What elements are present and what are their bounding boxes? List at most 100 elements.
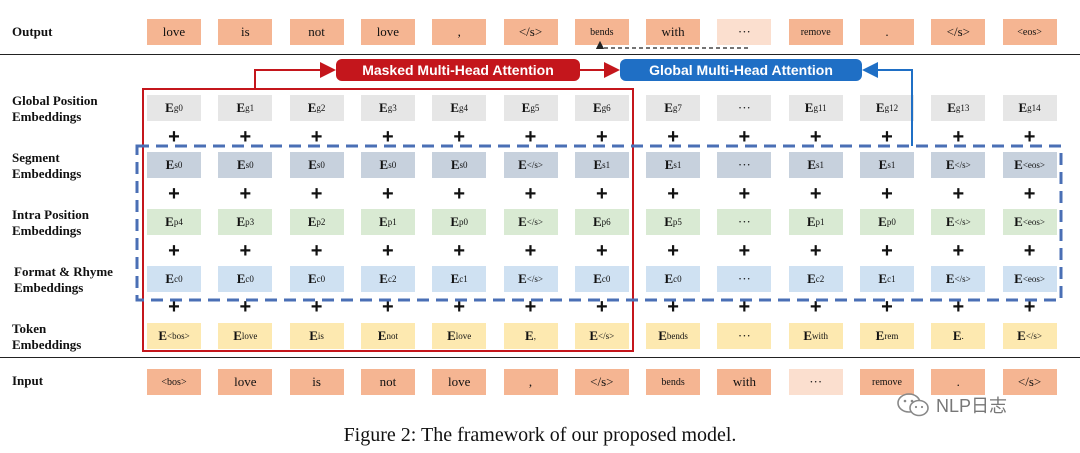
global-position-embedding-base: ···	[737, 100, 751, 115]
input-token: remove	[860, 369, 914, 395]
token-embedding-subscript: <bos>	[167, 331, 190, 341]
segment-embedding-base: E	[518, 157, 527, 172]
intra-position-embedding: E</s>	[503, 209, 558, 235]
token-embedding-base: E	[589, 328, 599, 343]
token-embedding: E,	[503, 323, 558, 349]
global-position-embedding-subscript: g11	[813, 103, 827, 113]
plus-sign: +	[595, 183, 608, 205]
format-rhyme-embedding: E<eos>	[1002, 266, 1057, 292]
plus-sign: +	[239, 296, 252, 318]
plus-sign: +	[524, 296, 537, 318]
plus-sign: +	[310, 126, 323, 148]
segment-embedding-subscript: s1	[887, 160, 896, 170]
plus-sign: +	[881, 296, 893, 318]
plus-sign: +	[881, 240, 893, 262]
segment-embedding-base: E	[236, 157, 246, 172]
segment-embedding-subscript: s1	[602, 160, 611, 170]
input-token: ,	[503, 369, 558, 395]
global-position-embedding-subscript: g1	[245, 103, 255, 113]
plus-sign: +	[1023, 296, 1036, 318]
segment-embedding-base: E	[165, 157, 175, 172]
watermark: NLP日志	[896, 392, 1007, 418]
segment-embedding-subscript: s1	[816, 160, 825, 170]
global-attention-label: Global Multi-Head Attention	[620, 59, 862, 81]
token-embedding-base: E	[377, 328, 387, 343]
segment-embedding-base: E	[379, 157, 389, 172]
plus-sign: +	[1023, 183, 1036, 205]
intra-position-embedding-subscript: p1	[815, 217, 825, 227]
token-embedding: E</s>	[1002, 323, 1057, 349]
plus-sign: +	[453, 296, 466, 318]
token-embedding-subscript: is	[317, 331, 324, 341]
token-embedding-base: ···	[737, 328, 751, 343]
segment-embedding-base: E	[807, 157, 817, 172]
segment-embedding-subscript: s0	[316, 160, 325, 170]
token-embedding-base: E	[233, 328, 242, 343]
token-embedding-subscript: .	[961, 331, 964, 341]
plus-sign: +	[952, 183, 965, 205]
intra-position-embedding-base: ···	[737, 214, 751, 229]
format-rhyme-embedding-subscript: </s>	[954, 274, 971, 284]
token-embedding-base: E	[525, 328, 534, 343]
output-token: remove	[788, 19, 843, 45]
format-rhyme-embedding-subscript: <eos>	[1022, 274, 1045, 284]
token-embedding-subscript: </s>	[1025, 331, 1042, 341]
plus-sign: +	[1023, 240, 1036, 262]
segment-embedding-base: E	[1014, 157, 1023, 172]
segment-embedding-subscript: s0	[174, 160, 183, 170]
segment-embedding-base: E	[878, 157, 888, 172]
segment-embedding: E</s>	[931, 152, 986, 178]
segment-embedding-subscript: s0	[459, 160, 468, 170]
token-embedding-subscript: ,	[533, 331, 536, 341]
format-rhyme-embedding-subscript: c2	[387, 274, 397, 284]
global-position-embedding-subscript: g2	[316, 103, 326, 113]
segment-embedding-base: E	[945, 157, 955, 172]
token-embedding-base: E	[1017, 328, 1026, 343]
input-token: .	[931, 369, 986, 395]
format-rhyme-embedding-base: E	[1014, 271, 1023, 286]
global-position-embedding-subscript: g6	[601, 103, 611, 113]
segment-embedding-base: E	[664, 157, 674, 172]
plus-sign: +	[239, 126, 252, 148]
segment-embedding-base: E	[450, 157, 460, 172]
global-position-embedding-base: E	[236, 100, 246, 115]
segment-embedding-subscript: </s>	[526, 160, 543, 170]
format-rhyme-embedding-base: ···	[737, 271, 751, 286]
global-position-embedding-subscript: g3	[387, 103, 397, 113]
plus-sign: +	[952, 240, 965, 262]
plus-sign: +	[667, 240, 679, 262]
format-rhyme-embedding-subscript: c0	[245, 274, 254, 284]
global-position-embedding-subscript: g0	[173, 103, 183, 113]
token-embedding-subscript: with	[812, 331, 829, 341]
segment-embedding-base: ···	[737, 157, 751, 172]
plus-sign: +	[595, 240, 608, 262]
format-rhyme-embedding-subscript: c0	[601, 274, 611, 284]
segment-embedding-base: E	[593, 157, 603, 172]
output-token: not	[289, 19, 344, 45]
row-label-format-rhyme: Format & Rhyme Embeddings	[14, 264, 113, 295]
output-token: ,	[432, 19, 487, 45]
token-embedding: E.	[931, 323, 986, 349]
plus-sign: +	[595, 126, 608, 148]
watermark-text: NLP日志	[936, 396, 1008, 416]
plus-sign: +	[168, 296, 180, 318]
plus-sign: +	[453, 126, 466, 148]
segment-embedding-subscript: s0	[245, 160, 254, 170]
